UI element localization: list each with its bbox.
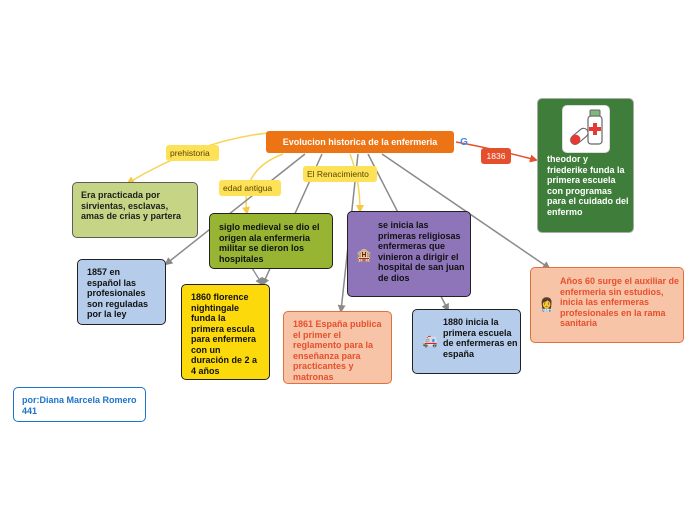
node-medieval[interactable]: siglo medieval se dio el origen ala enfe… — [209, 213, 333, 269]
link-medieval-1860 — [251, 267, 264, 286]
node-fliedner[interactable]: theodor y friederike funda la primera es… — [537, 98, 634, 233]
medicine-icon — [562, 105, 610, 153]
node-1880[interactable]: 🚑 1880 inicia la primera escuela de enfe… — [412, 309, 521, 374]
author-box[interactable]: por:Diana Marcela Romero 441 — [13, 387, 146, 422]
medicine-icon-svg — [570, 109, 603, 145]
building-icon: 🏨 — [356, 248, 372, 262]
link-edad-antigua — [242, 153, 284, 215]
node-religiosas[interactable]: 🏨 se inicia las primeras religiosas enfe… — [347, 211, 471, 297]
node-1861[interactable]: 1861 España publica el primer el reglame… — [283, 311, 392, 384]
nurse-icon: 👩‍⚕️ — [538, 297, 556, 312]
tag-renacimiento[interactable]: El Renacimiento — [303, 166, 377, 182]
central-topic[interactable]: Evolucion historica de la enfermeria — [266, 131, 454, 153]
google-g-icon: G — [460, 137, 468, 148]
tag-edad-antigua[interactable]: edad antigua — [219, 180, 281, 196]
ambulance-icon: 🚑 — [422, 334, 438, 348]
tag-prehistoria[interactable]: prehistoria — [166, 145, 219, 161]
node-1860[interactable]: 1860 florence nightingale funda la prime… — [181, 284, 270, 380]
central-topic-title: Evolucion historica de la enfermeria — [282, 137, 438, 147]
node-prehistoria[interactable]: Era practicada por sirvientas, esclavas,… — [72, 182, 198, 238]
link-1857 — [164, 153, 306, 266]
node-1857[interactable]: 1857 en español las profesionales son re… — [77, 259, 166, 325]
tag-1836[interactable]: 1836 — [481, 148, 511, 164]
node-anos-60[interactable]: 👩‍⚕️ Años 60 surge el auxiliar de enferm… — [530, 267, 684, 343]
